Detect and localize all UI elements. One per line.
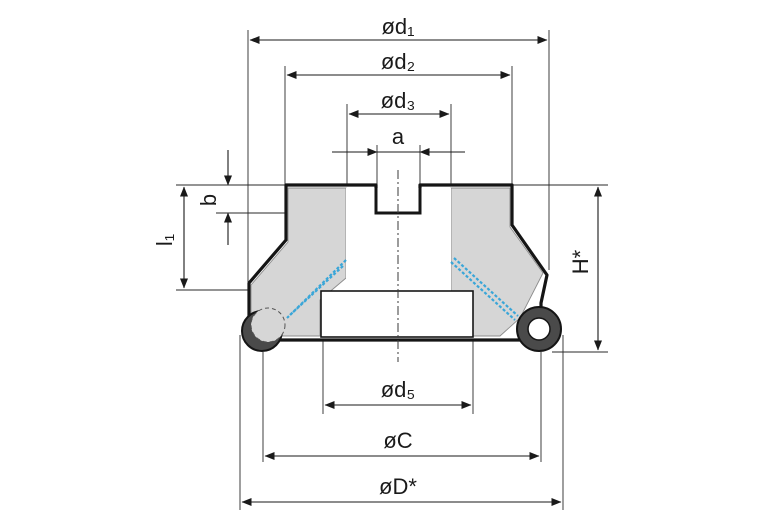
label-b: b: [196, 194, 221, 206]
label-d: øD*: [379, 474, 417, 499]
dimension-labels: ød₁ ød₂ ød₃ a b l₁ H* ød₅ øC øD*: [152, 14, 593, 499]
extension-lines: [176, 30, 608, 510]
label-d5: ød₅: [381, 377, 416, 402]
label-d1: ød₁: [381, 14, 414, 39]
coolant-channel-right: [450, 261, 516, 321]
left-insert-hidden: [250, 307, 286, 343]
coolant-channel-left-2: [289, 265, 344, 316]
label-d3: ød₃: [381, 88, 416, 113]
insert-screw-hole: [527, 317, 551, 341]
label-l1: l₁: [152, 234, 177, 246]
bottom-recess: [320, 290, 474, 338]
label-a: a: [392, 124, 405, 149]
label-h: H*: [568, 249, 593, 274]
label-c: øC: [383, 428, 412, 453]
coolant-channel-right-2: [453, 257, 519, 317]
coolant-channel-left: [286, 259, 347, 319]
dimension-lines: [180, 36, 602, 506]
cutter-body: [241, 170, 562, 362]
label-d2: ød₂: [381, 49, 415, 74]
